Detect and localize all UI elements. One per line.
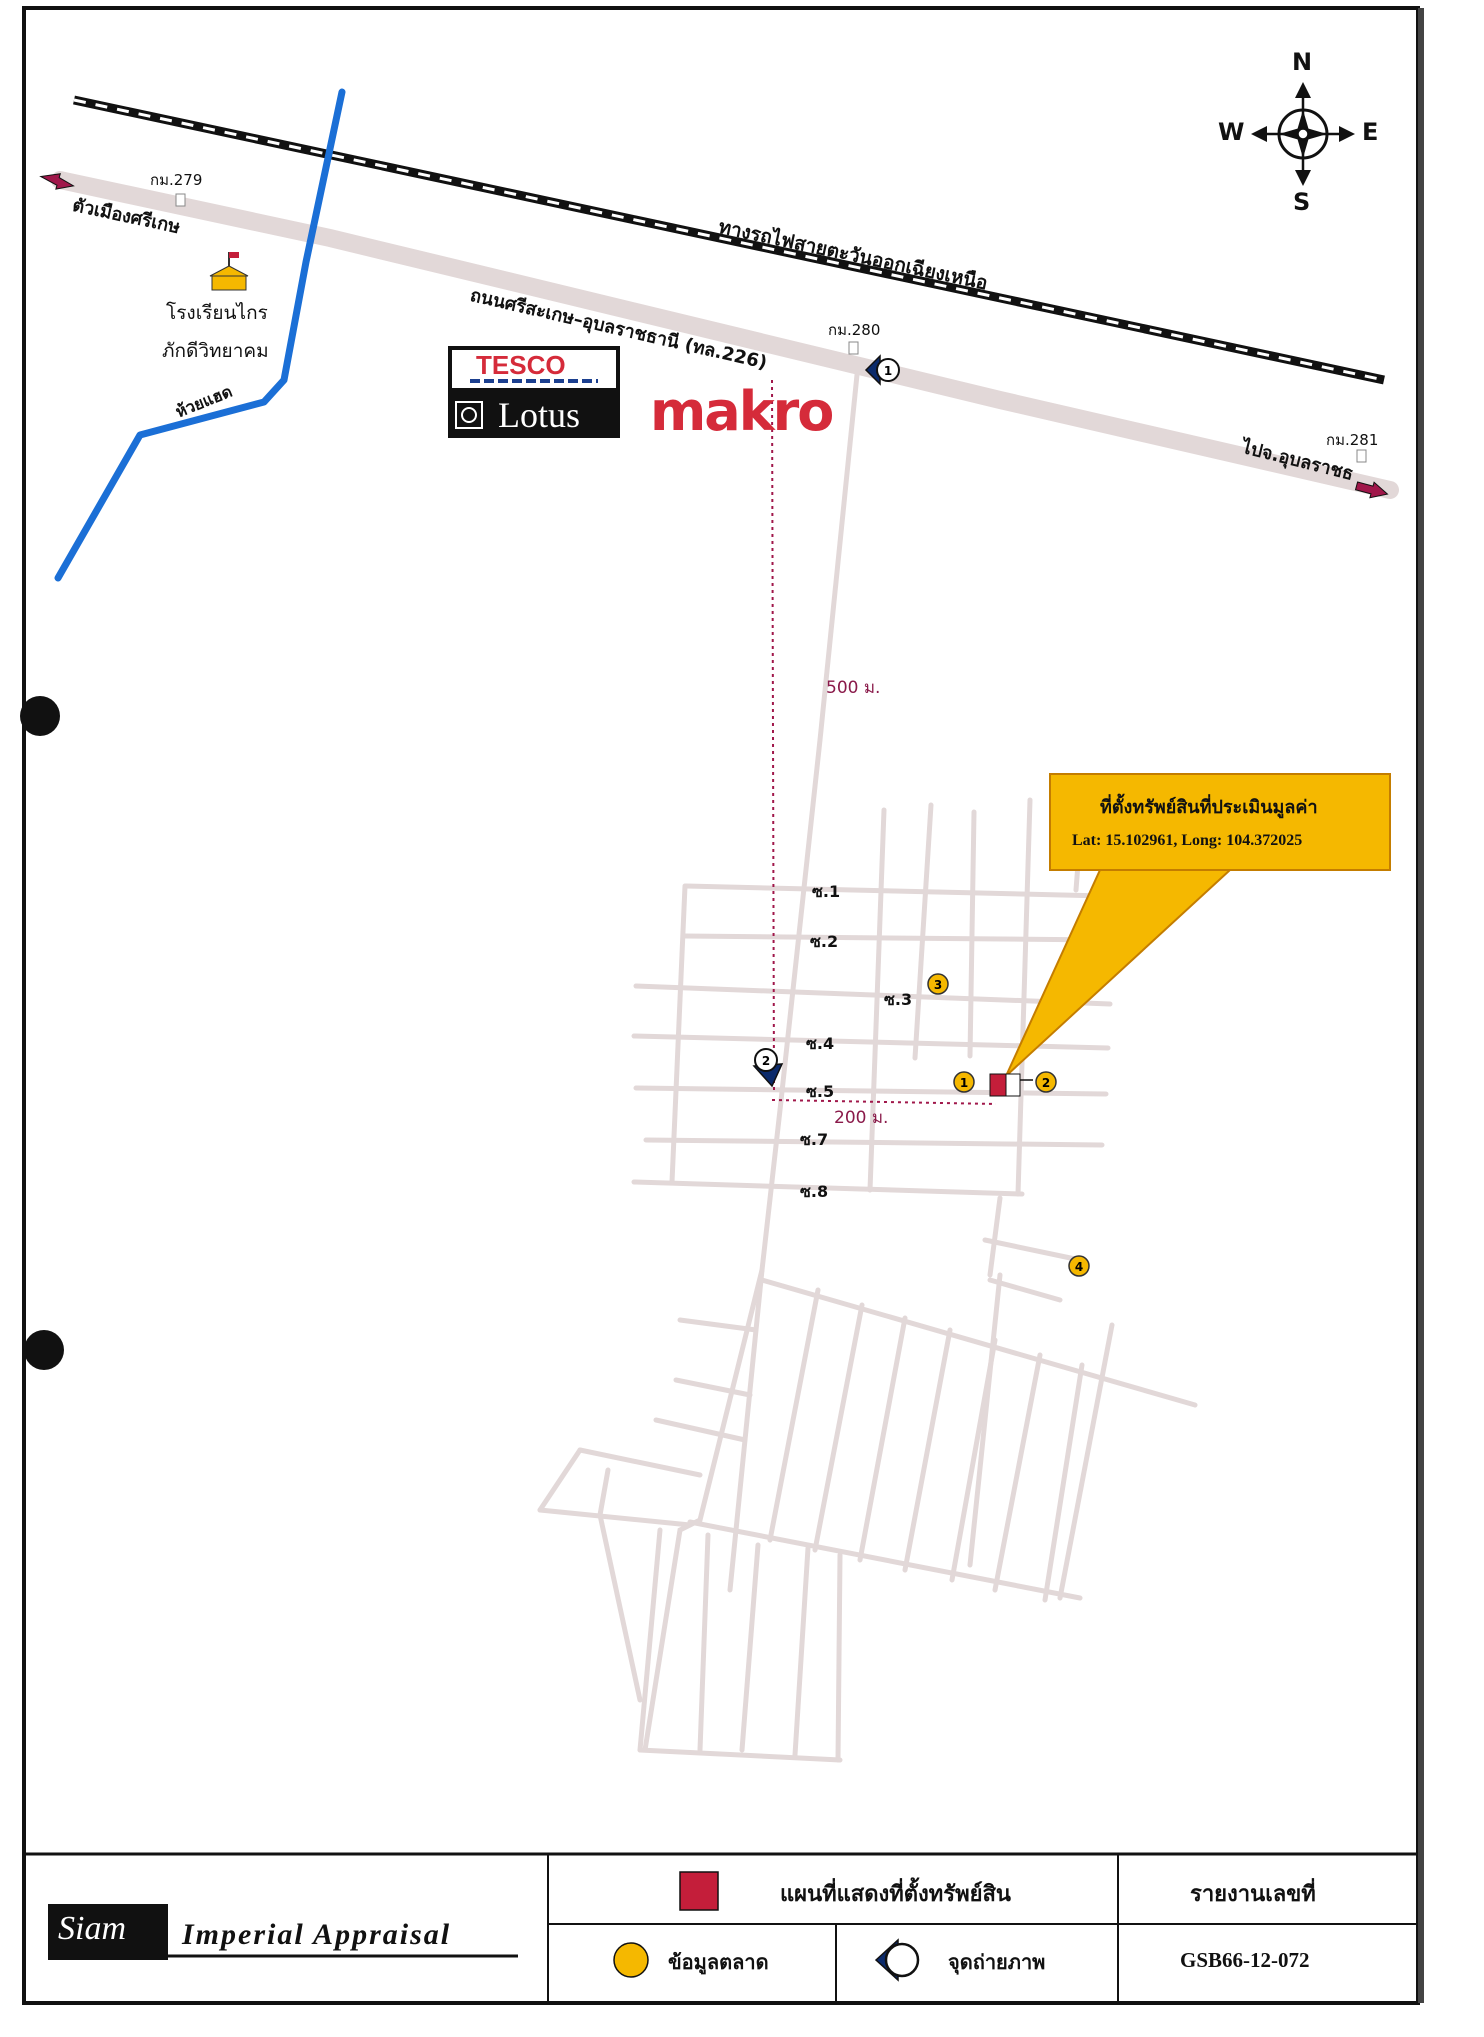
svg-text:1: 1: [884, 364, 892, 378]
soi-7-label: ซ.7: [800, 1130, 829, 1149]
legend-market-data-label: ข้อมูลตลาด: [668, 1950, 769, 1974]
arrow-to-city-icon: [39, 173, 75, 190]
report-number: GSB66-12-072: [1180, 1948, 1310, 1972]
km-post-icon: [175, 193, 186, 207]
soi-5-label: ซ.5: [806, 1082, 835, 1101]
makro-logo: makro: [650, 380, 834, 443]
legend-photo-point-label: จุดถ่ายภาพ: [948, 1950, 1046, 1974]
distance-200-label: 200 ม.: [834, 1108, 889, 1128]
soi-2-label: ซ.2: [810, 932, 839, 951]
legend-report-label: รายงานเลขที่: [1190, 1881, 1316, 1907]
arrow-to-ubon-icon: [1354, 481, 1389, 499]
svg-text:2: 2: [1042, 1076, 1050, 1090]
company-name-siam: Siam: [58, 1910, 126, 1947]
photo-point-2-icon: 2: [752, 1048, 784, 1088]
distance-line-500: [771, 379, 775, 1091]
compass-rose-icon: [1251, 82, 1355, 186]
soi-3-label: ซ.3: [884, 990, 913, 1009]
market-marker-1: 1: [953, 1071, 975, 1093]
km-281-label: กม.281: [1326, 431, 1379, 449]
callout-box: [1049, 773, 1391, 871]
km-280-label: กม.280: [828, 321, 881, 339]
soi-4-label: ซ.4: [806, 1034, 835, 1053]
tesco-lotus-logo: [448, 346, 620, 438]
creek-river: [54, 88, 346, 582]
distance-500-label: 500 ม.: [826, 678, 881, 698]
local-roads: [537, 362, 1198, 1763]
school-label-line2: ภักดีวิทยาคม: [162, 340, 269, 362]
company-name-appraisal: Imperial Appraisal: [182, 1918, 452, 1951]
km-post-icon: [1356, 449, 1367, 463]
km-post-icon: [848, 341, 859, 355]
callout-coordinates: Lat: 15.102961, Long: 104.372025: [1072, 832, 1303, 849]
callout-pointer: [1005, 869, 1233, 1077]
photo-point-1-icon: 1: [864, 354, 900, 386]
svg-text:1: 1: [960, 1076, 968, 1090]
market-marker-3: 3: [927, 973, 949, 995]
soi-8-label: ซ.8: [800, 1182, 829, 1201]
lotus-label: Lotus: [498, 395, 581, 435]
distance-line-200: [771, 1099, 997, 1105]
km-279-label: กม.279: [150, 171, 203, 189]
highway-226: [51, 171, 1399, 499]
frame-shadow: [1418, 8, 1424, 2003]
compass-east-label: E: [1362, 118, 1379, 146]
property-plot-outline: [1005, 1073, 1021, 1097]
compass-north-label: N: [1292, 48, 1313, 76]
property-marker: [989, 1073, 1007, 1097]
callout-title: ที่ตั้งทรัพย์สินที่ประเมินมูลค่า: [1100, 797, 1318, 818]
svg-text:3: 3: [934, 978, 942, 992]
svg-text:4: 4: [1075, 1260, 1083, 1274]
school-label-line1: โรงเรียนไกร: [166, 302, 268, 324]
binder-hole: [24, 1330, 64, 1370]
legend-map-title: แผนที่แสดงที่ตั้งทรัพย์สิน: [780, 1881, 1011, 1907]
market-marker-2: 2: [1035, 1071, 1057, 1093]
compass-south-label: S: [1293, 188, 1311, 216]
market-marker-4: 4: [1068, 1255, 1090, 1277]
school-icon: [209, 252, 249, 291]
svg-text:2: 2: [762, 1054, 770, 1068]
compass-west-label: W: [1218, 118, 1245, 146]
tesco-label: TESCO: [476, 350, 566, 380]
soi-1-label: ซ.1: [812, 882, 841, 901]
railway-line: [73, 95, 1385, 385]
binder-hole: [20, 696, 60, 736]
